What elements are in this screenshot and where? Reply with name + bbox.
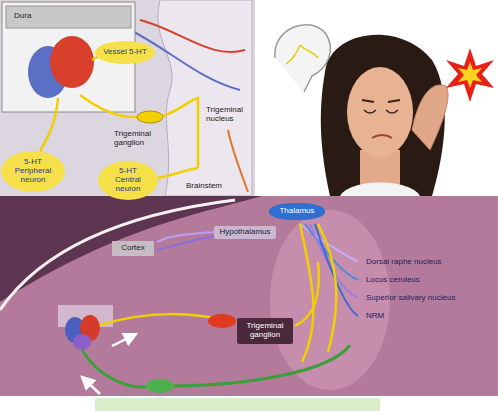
node-text: Hypothalamus xyxy=(219,228,270,237)
part-label: Brainstem xyxy=(186,182,222,191)
part-label: Superior salivary nucleus xyxy=(366,294,455,303)
region-label-box: Hypothalamus xyxy=(214,226,276,239)
thalamus-region: Thalamus xyxy=(269,203,325,220)
node-text: 5-HT Central neuron xyxy=(106,167,150,193)
part-label: Dura xyxy=(14,12,31,21)
region-label-box: Cortex xyxy=(112,241,154,256)
node-text: Cortex xyxy=(121,244,145,253)
part-label: NRM xyxy=(366,312,384,321)
node-text: Vessel 5-HT xyxy=(103,48,147,57)
ganglion-box: Trigeminal ganglion xyxy=(237,318,293,344)
neuron-ellipse: 5-HT Central neuron xyxy=(98,161,158,200)
node-text: Trigeminal ganglion xyxy=(242,322,288,340)
node-text: 5-HT Peripheral neuron xyxy=(9,158,57,184)
neuron-ellipse: 5-HT Peripheral neuron xyxy=(1,151,65,192)
node-text: Thalamus xyxy=(279,207,314,216)
neuron-ellipse: Vessel 5-HT xyxy=(95,41,155,64)
part-label: Dorsal raphe nucleus xyxy=(366,258,442,267)
part-label: Locus ceruleus xyxy=(366,276,420,285)
part-label: Trigeminal nucleus xyxy=(206,106,252,124)
part-label: Trigeminal ganglion xyxy=(114,130,162,148)
